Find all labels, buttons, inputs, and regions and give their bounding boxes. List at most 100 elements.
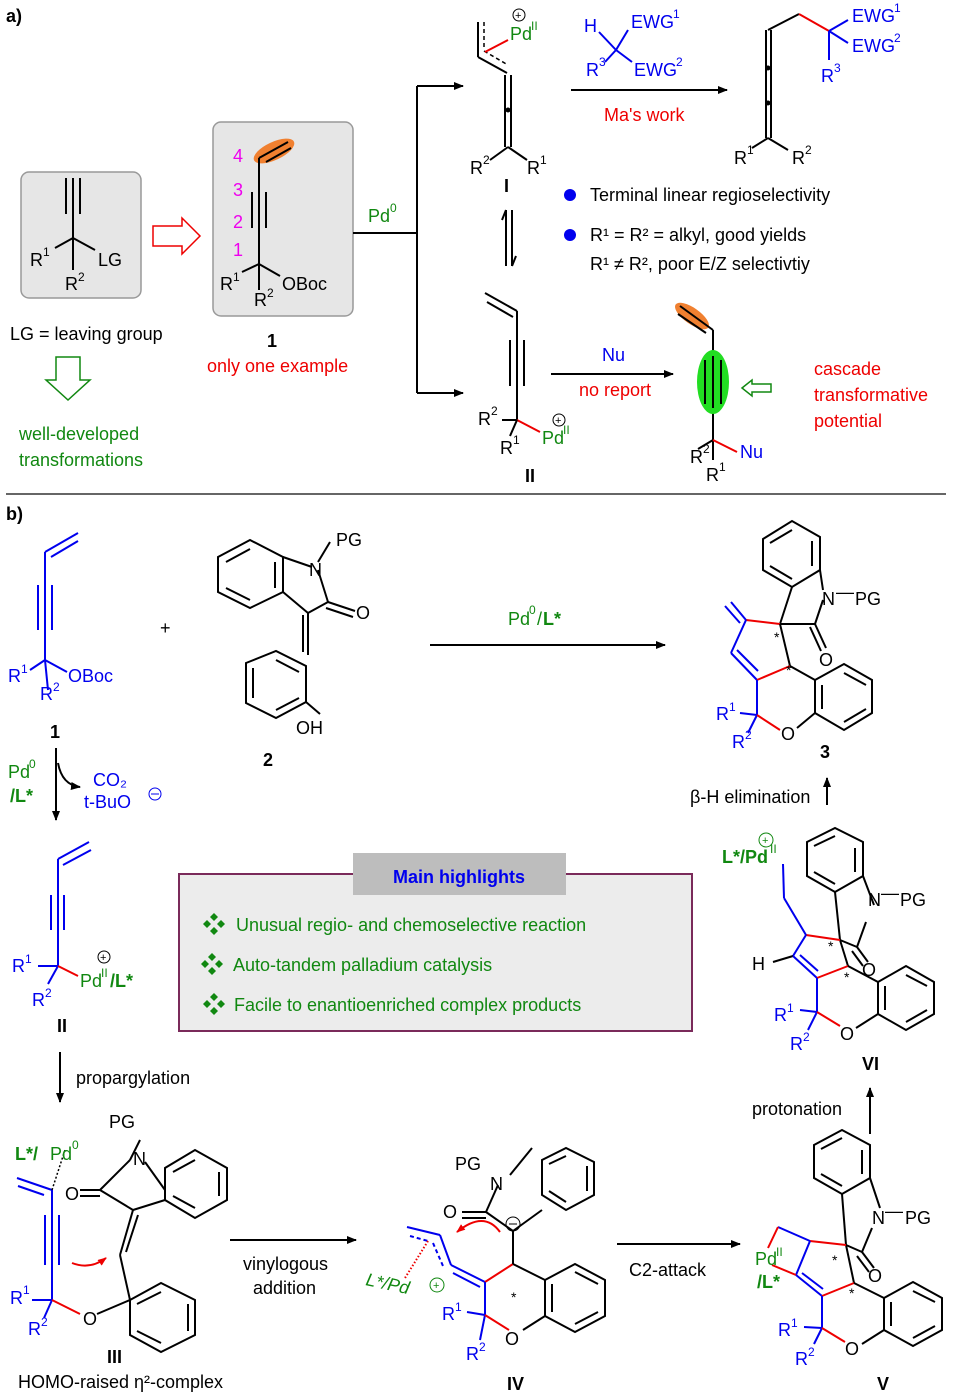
only-one-example: only one example	[207, 356, 348, 376]
compound-1-label: 1	[267, 331, 277, 351]
svg-text:/L*: /L*	[110, 971, 133, 991]
svg-text:1: 1	[719, 460, 726, 474]
main-catalyst: Pd	[508, 609, 530, 629]
svg-text:L*/Pd: L*/Pd	[722, 847, 768, 867]
svg-text:II: II	[531, 19, 538, 33]
svg-text:R: R	[790, 1034, 803, 1054]
svg-text:1: 1	[23, 1283, 30, 1297]
compound-2-label: 2	[263, 750, 273, 770]
intermediate-II-a: R 2 R 1 Pd II + II	[478, 292, 570, 486]
svg-text:PG: PG	[109, 1112, 135, 1132]
svg-text:EWG: EWG	[852, 36, 895, 56]
bullet-1: Terminal linear regioselectivity	[590, 185, 830, 205]
svg-text:0: 0	[529, 603, 536, 617]
generic-propargyl-box: R 1 LG R 2	[20, 171, 142, 299]
svg-text:R: R	[821, 66, 834, 86]
left-hollow-arrow	[740, 378, 772, 398]
svg-text:2: 2	[894, 31, 901, 45]
svg-text:N: N	[872, 1208, 885, 1228]
svg-text:O: O	[868, 1266, 882, 1286]
svg-text:2: 2	[483, 153, 490, 167]
svg-text:*: *	[849, 1285, 855, 1301]
svg-text:2: 2	[53, 680, 60, 694]
svg-text:R: R	[10, 1288, 23, 1308]
svg-text:R: R	[716, 704, 729, 724]
position-2: 2	[233, 212, 243, 232]
svg-text:L*/: L*/	[15, 1144, 38, 1164]
well-developed-line1: well-developed	[18, 424, 139, 444]
svg-text:1: 1	[729, 700, 736, 714]
potential-line1: cascade	[814, 359, 881, 379]
vinylogous-line1: vinylogous	[243, 1254, 328, 1274]
svg-text:0: 0	[390, 201, 397, 215]
product-3-label: 3	[820, 742, 830, 762]
svg-text:II: II	[770, 842, 777, 856]
svg-text:O: O	[840, 1024, 854, 1044]
intermediate-V-label: V	[877, 1374, 889, 1394]
svg-text:/: /	[537, 609, 542, 629]
highlight-2: Auto-tandem palladium catalysis	[233, 955, 492, 975]
svg-text:+: +	[762, 835, 768, 847]
step1-ligand: /L*	[10, 786, 33, 806]
protonation-label: protonation	[752, 1099, 842, 1119]
svg-text:O: O	[65, 1184, 79, 1204]
svg-text:1: 1	[894, 1, 901, 15]
svg-text:O: O	[819, 650, 833, 670]
tbuo-label: t-BuO	[84, 792, 131, 812]
svg-text:*: *	[786, 662, 792, 678]
svg-text:R: R	[527, 158, 540, 178]
svg-text:Pd: Pd	[50, 1144, 72, 1164]
mas-work: Ma's work	[604, 105, 685, 125]
bullet-2: R¹ = R² = alkyl, good yields	[590, 225, 806, 245]
pd0-condition: Pd	[368, 206, 390, 226]
intermediate-III-label: III	[107, 1347, 122, 1367]
position-4: 4	[233, 146, 243, 166]
svg-text:2: 2	[703, 442, 710, 456]
intermediate-VI: L*/Pd II + H N — PG O O * * R 1 R 2 VI	[722, 826, 935, 1074]
svg-text:*: *	[832, 1252, 838, 1268]
svg-text:R: R	[12, 956, 25, 976]
diamond-bullet-icon	[203, 913, 225, 935]
homo-raised-caption: HOMO-raised η²-complex	[18, 1372, 223, 1392]
svg-text:1: 1	[787, 1001, 794, 1015]
nu-label: Nu	[740, 442, 763, 462]
svg-text:R: R	[470, 158, 483, 178]
svg-text:O: O	[862, 960, 876, 980]
svg-text:R: R	[734, 148, 747, 168]
intermediate-IV: PG N O O * L*/Pd + R 1 R 2 IV	[364, 1146, 606, 1394]
svg-text:1: 1	[747, 143, 754, 157]
svg-text:1: 1	[455, 1300, 462, 1314]
svg-text:2: 2	[479, 1340, 486, 1354]
svg-text:1: 1	[540, 153, 547, 167]
svg-text:Pd: Pd	[510, 24, 532, 44]
svg-text:OBoc: OBoc	[68, 666, 113, 686]
plus-sign: +	[160, 618, 171, 638]
svg-text:R: R	[8, 666, 21, 686]
svg-text:N: N	[133, 1149, 146, 1169]
intermediate-VI-label: VI	[862, 1054, 879, 1074]
malonate-reagent: H EWG 1 R 3 EWG 2	[584, 7, 683, 80]
svg-text:N: N	[868, 890, 881, 910]
svg-text:1: 1	[43, 245, 50, 259]
svg-text:R: R	[220, 274, 233, 294]
svg-text:N: N	[822, 589, 835, 609]
svg-text:*: *	[828, 938, 834, 954]
svg-text:PG: PG	[900, 890, 926, 910]
svg-text:PG: PG	[336, 530, 362, 550]
svg-text:R: R	[40, 684, 53, 704]
panel-a-label: a)	[6, 6, 22, 26]
svg-text:Pd: Pd	[755, 1249, 777, 1269]
svg-text:N: N	[490, 1174, 503, 1194]
svg-text:3: 3	[834, 61, 841, 75]
panel-b-label: b)	[6, 504, 23, 524]
svg-text:PG: PG	[455, 1154, 481, 1174]
svg-text:1: 1	[233, 270, 240, 284]
svg-text:R: R	[690, 447, 703, 467]
svg-text:O: O	[505, 1329, 519, 1349]
svg-text:R: R	[28, 1319, 41, 1339]
svg-text:+: +	[100, 952, 106, 964]
svg-text:+: +	[555, 415, 561, 427]
svg-text:—: —	[836, 582, 854, 602]
potential-line2: transformative	[814, 385, 928, 405]
bullet-3: R¹ ≠ R², poor E/Z selectivtiy	[590, 254, 810, 274]
